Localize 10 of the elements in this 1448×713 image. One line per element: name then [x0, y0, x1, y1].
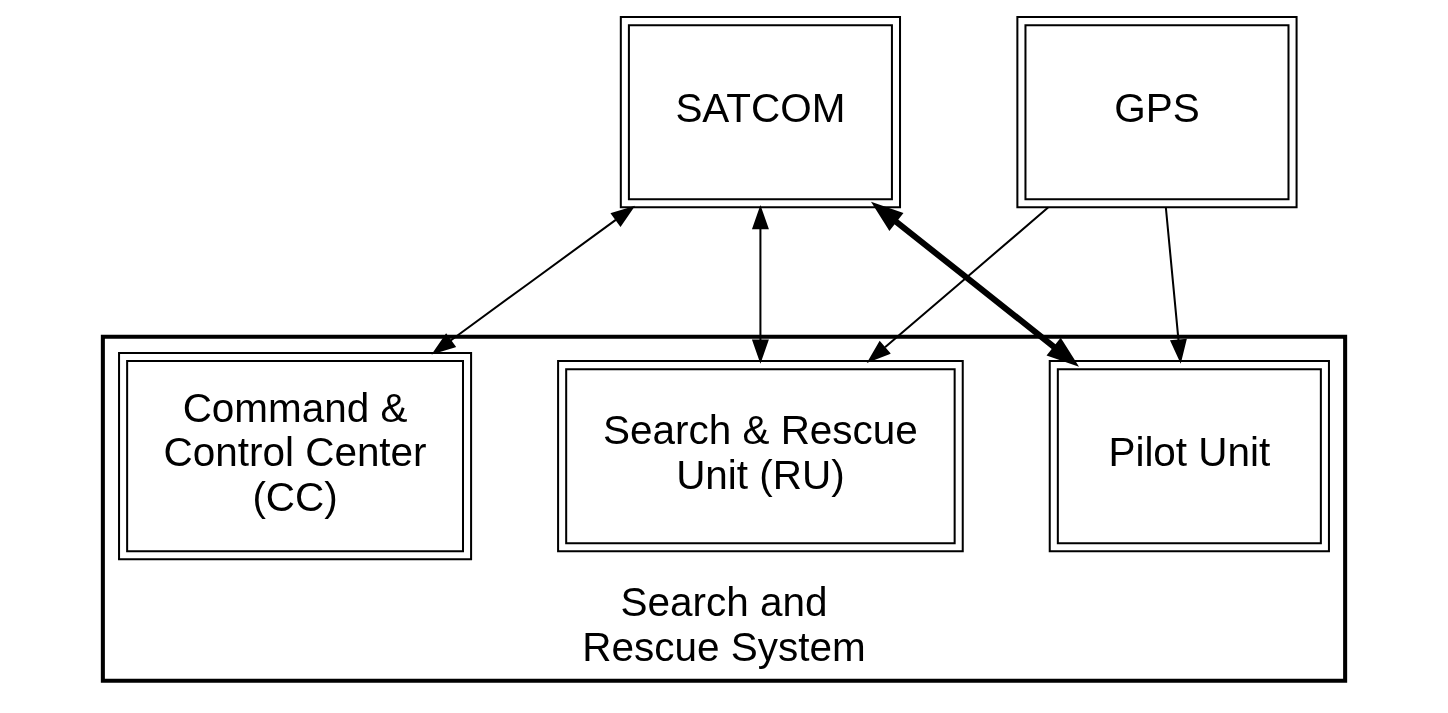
arrow [866, 206, 1049, 363]
node-box: GPS [1016, 15, 1298, 208]
node-box: Pilot Unit [1048, 359, 1330, 552]
arrow [751, 204, 769, 364]
arrow [871, 201, 1080, 367]
arrow [431, 205, 636, 354]
node-box: Command & Control Center (CC) [118, 351, 473, 560]
node-box: SATCOM [619, 15, 902, 208]
node-box: Search & Rescue Unit (RU) [557, 359, 964, 552]
arrow [1164, 207, 1187, 364]
